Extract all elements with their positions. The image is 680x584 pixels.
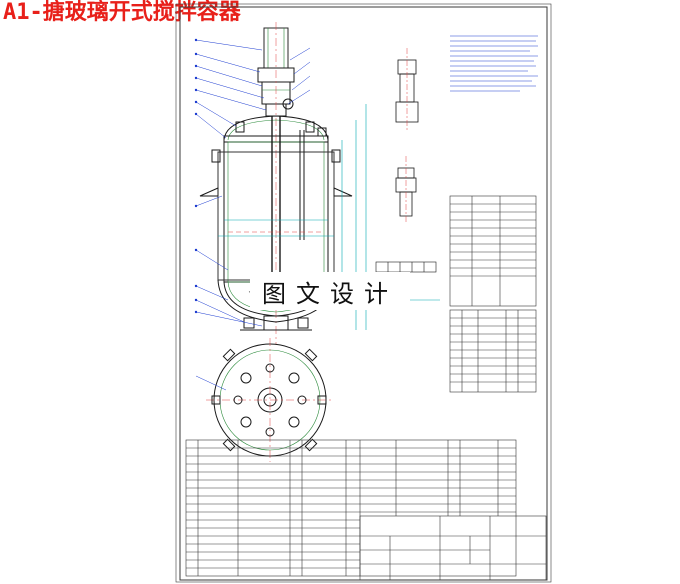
title-block: [359, 515, 547, 581]
support-lug-right: [333, 187, 353, 197]
characteristics-table: [449, 195, 537, 307]
watermark-box: 图文设计: [250, 272, 410, 310]
drawing-frame-outer: [175, 3, 552, 583]
technical-notes: [450, 35, 538, 92]
drawing-title: A1-搪玻璃开式搅拌容器: [3, 0, 241, 25]
top-head: [223, 115, 329, 141]
vessel-plan-view: [195, 338, 334, 462]
nozzle-table: [449, 309, 537, 393]
nozzle-marker-row: [375, 261, 437, 273]
nozzle-flange-top: [282, 98, 294, 110]
watermark-text: 图文设计: [262, 279, 398, 308]
parts-list-table: [185, 439, 517, 577]
detail-views: [395, 48, 419, 222]
support-lug-left: [199, 187, 219, 197]
